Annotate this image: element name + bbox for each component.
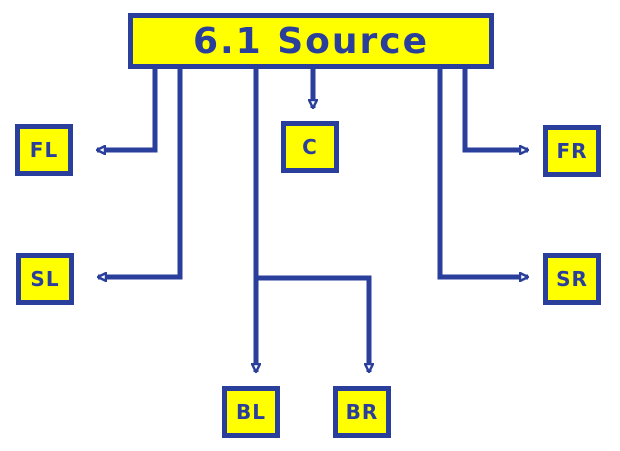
connector-to-sr — [437, 69, 528, 277]
channel-br-box: BR — [333, 386, 391, 438]
channel-bl-box: BL — [222, 386, 280, 438]
connector-to-fr — [462, 69, 528, 150]
connector-to-sl — [98, 69, 183, 277]
channel-fl-box: FL — [15, 124, 73, 176]
channel-c-box: C — [281, 121, 339, 173]
source-box: 6.1 Source — [128, 13, 494, 69]
channel-fr-box: FR — [543, 125, 601, 177]
channel-sl-box: SL — [16, 253, 74, 305]
channel-sr-box: SR — [543, 253, 601, 305]
connector-to-br — [256, 275, 369, 372]
connector-to-fl — [97, 69, 158, 150]
